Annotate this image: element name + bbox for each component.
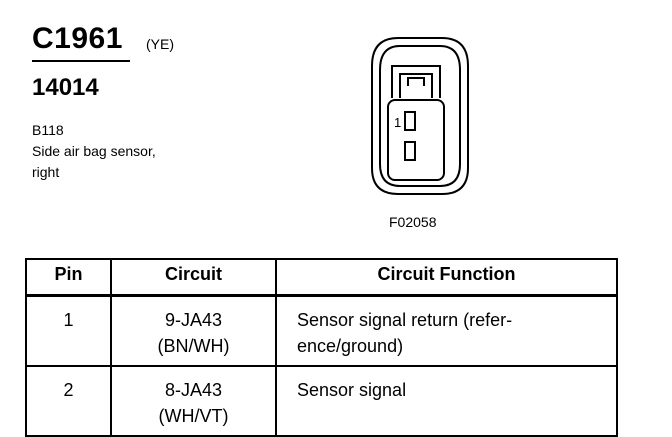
connector-body bbox=[387, 99, 445, 181]
connector-shroud-outer bbox=[391, 65, 441, 98]
header-circuit-function: Circuit Function bbox=[275, 258, 618, 297]
function-line: Sensor signal return (refer- bbox=[297, 310, 513, 330]
connector-outer-shell bbox=[371, 37, 469, 195]
figure-code: F02058 bbox=[389, 214, 437, 230]
header-circuit: Circuit bbox=[110, 258, 277, 297]
connector-inner-shell bbox=[379, 45, 461, 187]
description-line: B118 bbox=[32, 122, 64, 138]
connector-color-code: (YE) bbox=[146, 36, 174, 52]
circuit-function-cell: Sensor signal bbox=[275, 365, 618, 437]
locking-tab bbox=[407, 77, 425, 86]
function-line: ence/ground) bbox=[297, 336, 404, 356]
connector-face-diagram: 1 bbox=[371, 37, 469, 195]
circuit-wire-color: (WH/VT) bbox=[158, 406, 229, 426]
description-line: right bbox=[32, 164, 60, 180]
connector-description: B118 Side air bag sensor, right bbox=[32, 120, 156, 183]
connector-id: C1961 bbox=[32, 22, 123, 55]
circuit-number: 9-JA43 bbox=[164, 310, 223, 330]
pin-cell: 2 bbox=[25, 365, 112, 437]
part-number: 14014 bbox=[32, 74, 99, 101]
pin-cell: 1 bbox=[25, 294, 112, 367]
table-row: 2 8-JA43 (WH/VT) Sensor signal bbox=[25, 365, 618, 437]
circuit-cell: 8-JA43 (WH/VT) bbox=[110, 365, 277, 437]
function-line: Sensor signal bbox=[297, 380, 407, 400]
pin-1-marker: 1 bbox=[394, 115, 401, 130]
circuit-cell: 9-JA43 (BN/WH) bbox=[110, 294, 277, 367]
pin-2-cavity bbox=[404, 141, 416, 161]
pin-table: Pin Circuit Circuit Function 1 9-JA43 (B… bbox=[25, 258, 618, 437]
table-row: 1 9-JA43 (BN/WH) Sensor signal return (r… bbox=[25, 294, 618, 367]
circuit-number: 8-JA43 bbox=[164, 380, 223, 400]
connector-shroud-inner bbox=[399, 73, 433, 98]
description-line: Side air bag sensor, bbox=[32, 143, 156, 159]
circuit-wire-color: (BN/WH) bbox=[157, 336, 230, 356]
pin-1-cavity bbox=[404, 111, 416, 131]
title-underline bbox=[32, 60, 130, 62]
table-header-row: Pin Circuit Circuit Function bbox=[25, 258, 618, 297]
header-pin: Pin bbox=[25, 258, 112, 297]
circuit-function-cell: Sensor signal return (refer- ence/ground… bbox=[275, 294, 618, 367]
